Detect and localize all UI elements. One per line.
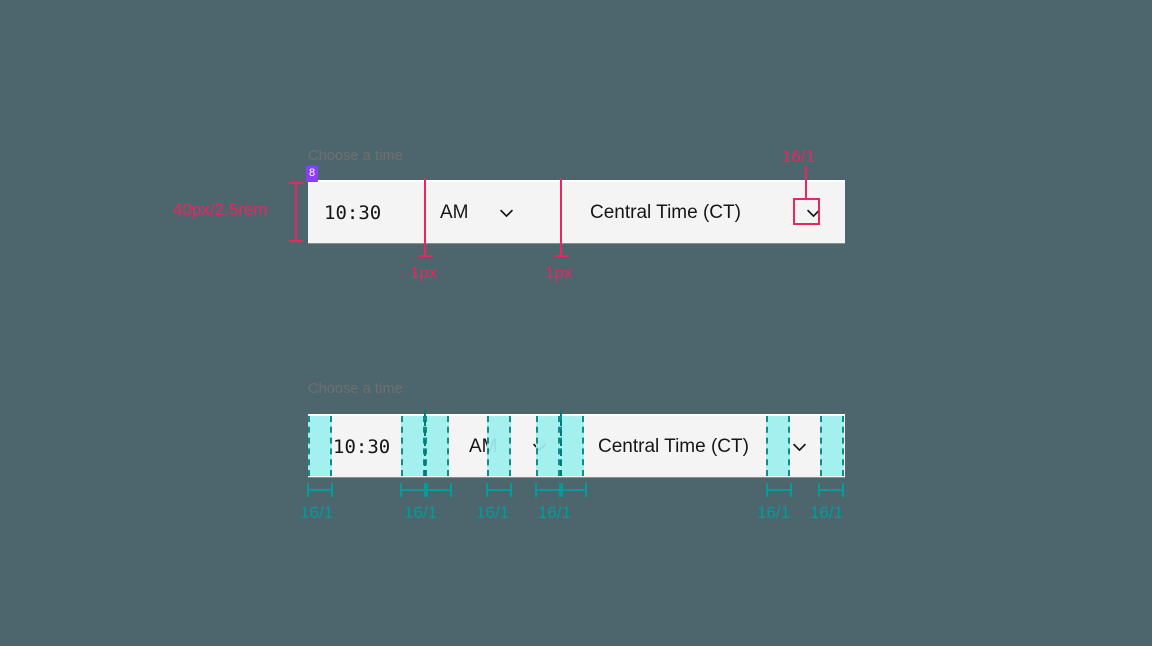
field-label-choose-a-time-2: Choose a time (308, 381, 403, 397)
time-input-segment-1[interactable]: 10:30 (308, 182, 424, 243)
annotation-divider-line-1 (424, 178, 426, 256)
time-input-segment-2[interactable]: 10:30 (308, 416, 424, 477)
time-value-2: 10:30 (333, 435, 391, 458)
measure-label-5: 16/1 (757, 503, 791, 522)
annotation-height-cap-top (289, 182, 303, 184)
measure-tick-3 (486, 483, 512, 497)
annotation-icon-box (793, 198, 820, 225)
annotation-height-cap-bottom (289, 240, 303, 242)
measure-label-4: 16/1 (538, 503, 572, 522)
measure-tick-5 (766, 483, 792, 497)
field-label-choose-a-time-1: Choose a time (308, 148, 403, 164)
timezone-select-segment-2[interactable]: Central Time (CT) (560, 416, 845, 477)
period-value-1: AM (440, 201, 469, 223)
measure-tick-1 (307, 483, 333, 497)
measure-tick-4b (561, 483, 587, 497)
segment-divider-dashed-2 (560, 410, 562, 476)
time-picker-1[interactable]: 10:30 AM Central Time (CT) (308, 180, 845, 244)
measure-label-3: 16/1 (476, 503, 510, 522)
time-value-1: 10:30 (324, 201, 382, 224)
measure-label-2: 16/1 (404, 503, 438, 522)
measure-tick-6 (818, 483, 844, 497)
annotation-height-rule (295, 182, 297, 242)
annotation-icon-leader (805, 166, 807, 199)
measure-tick-4a (535, 483, 561, 497)
spacer-timezone-right (766, 416, 790, 476)
spacer-period-right (536, 416, 560, 476)
spacer-time-right (401, 416, 425, 476)
chevron-down-icon[interactable] (804, 203, 823, 222)
annotation-height-label: 40px/2.5rem (173, 200, 268, 219)
chevron-down-icon[interactable] (497, 203, 516, 222)
timezone-value-1: Central Time (CT) (590, 201, 741, 223)
spacer-right-padding (820, 416, 844, 476)
timezone-select-segment-1[interactable]: Central Time (CT) (560, 182, 845, 243)
measure-label-1: 16/1 (300, 503, 334, 522)
chevron-down-icon[interactable] (790, 437, 809, 456)
spacer-left-padding (308, 416, 332, 476)
annotation-icon-label: 16/1 (782, 147, 816, 166)
spacer-timezone-left (560, 416, 584, 476)
annotation-divider-label-2: 1px (545, 263, 573, 282)
period-select-segment-1[interactable]: AM (424, 182, 560, 243)
badge-token-8: 8 (306, 166, 319, 182)
spacer-period-gap (487, 416, 511, 476)
timezone-value-2: Central Time (CT) (598, 435, 749, 457)
annotation-divider-label-1: 1px (410, 263, 438, 282)
measure-tick-2b (426, 483, 452, 497)
measure-tick-2a (400, 483, 426, 497)
annotation-divider-cap-2 (554, 255, 568, 257)
annotation-divider-line-2 (560, 178, 562, 256)
spacer-period-left (425, 416, 449, 476)
annotation-divider-cap-1 (418, 255, 432, 257)
segment-divider-dashed-1 (424, 410, 426, 476)
measure-label-6: 16/1 (810, 503, 844, 522)
